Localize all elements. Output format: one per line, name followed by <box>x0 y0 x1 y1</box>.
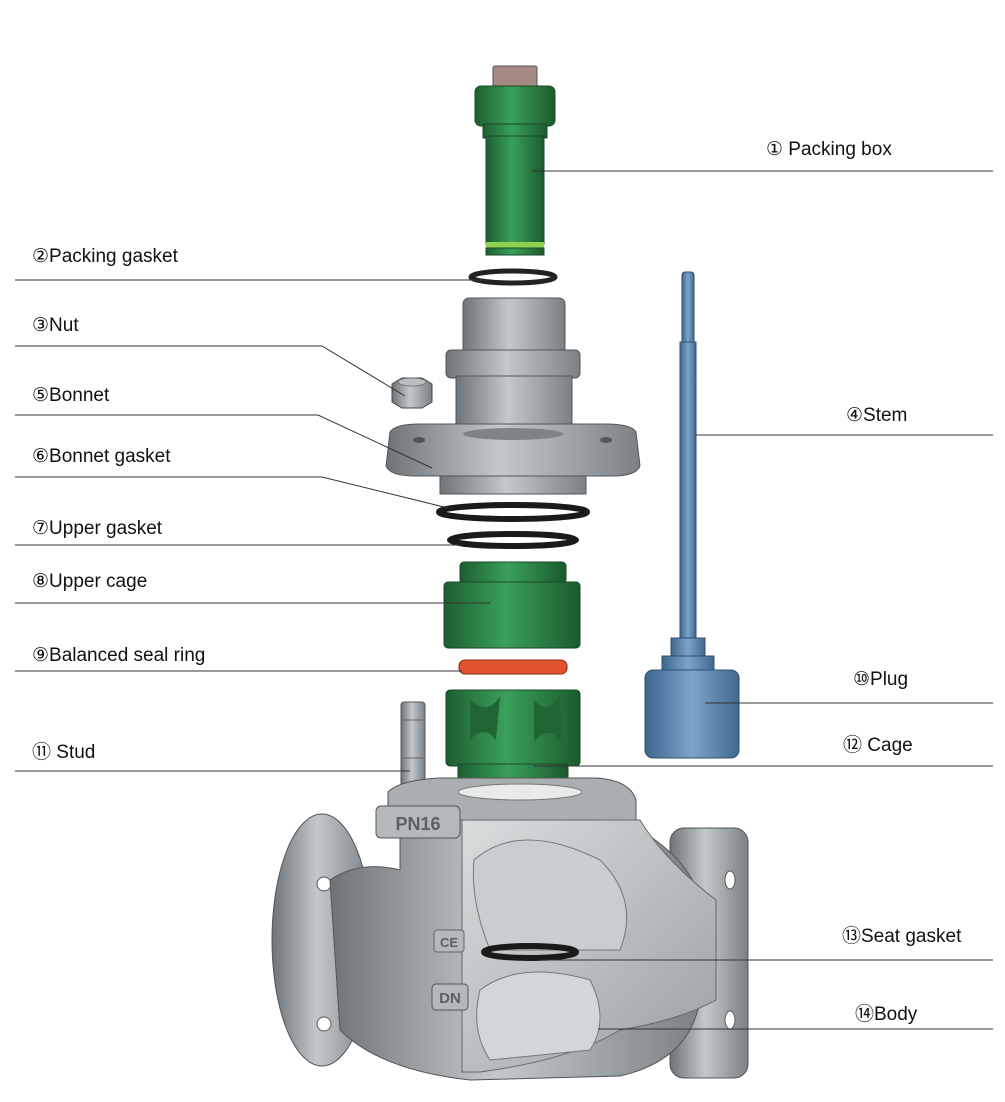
label-body: ⑭Body <box>855 1004 918 1025</box>
label-bonnet: ⑤Bonnet <box>32 385 110 406</box>
seat-gasket-part <box>481 943 579 961</box>
label-packing-box: ① Packing box <box>766 139 892 160</box>
leader-nut <box>15 345 406 397</box>
stud-part <box>400 701 426 789</box>
label-packing-gasket: ②Packing gasket <box>32 246 178 267</box>
label-upper-cage: ⑧Upper cage <box>32 571 148 592</box>
bonnet-gasket-part <box>436 502 590 522</box>
upper-gasket-part <box>447 531 579 549</box>
label-plug: ⑩Plug <box>853 669 909 690</box>
leader-lines <box>15 170 993 1030</box>
body-mark-ce: CE <box>440 935 458 950</box>
leader-bonnet-gasket <box>15 476 449 509</box>
label-cage: ⑫ Cage <box>843 735 913 756</box>
plug-part <box>644 669 740 759</box>
nut-part <box>391 377 433 409</box>
label-stud: ⑪ Stud <box>32 742 96 763</box>
label-stem: ④Stem <box>846 405 908 426</box>
bonnet-part <box>385 297 641 495</box>
label-balanced-seal-ring: ⑨Balanced seal ring <box>32 645 206 666</box>
packing-gasket-part <box>468 268 558 286</box>
upper-cage-part <box>443 561 581 649</box>
label-bonnet-gasket: ⑥Bonnet gasket <box>32 446 171 467</box>
body-mark-pn: PN16 <box>395 814 440 834</box>
stem-part <box>661 271 715 675</box>
body-mark-dn: DN <box>439 990 461 1007</box>
leader-bonnet <box>15 414 433 469</box>
label-seat-gasket: ⑬Seat gasket <box>842 926 962 947</box>
label-nut: ③Nut <box>32 315 79 336</box>
body-part: PN16 CE DN <box>271 777 749 1081</box>
balanced-seal-ring-part <box>458 659 568 675</box>
packing-box-part <box>474 65 556 256</box>
cage-part <box>445 689 581 781</box>
label-upper-gasket: ⑦Upper gasket <box>32 518 163 539</box>
